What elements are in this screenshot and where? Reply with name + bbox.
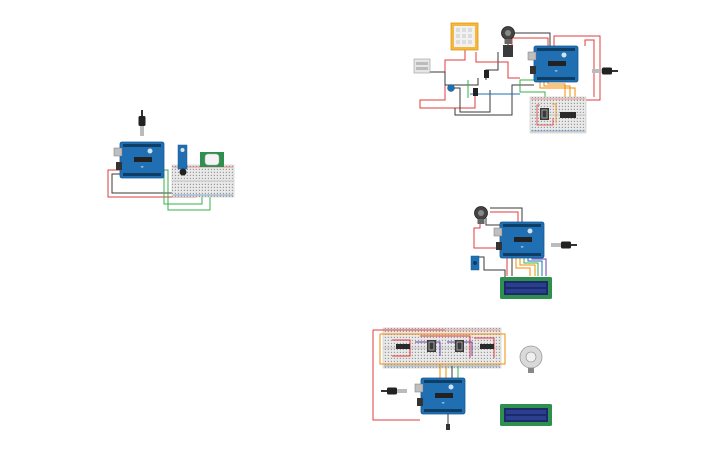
usb-plug-icon — [551, 241, 577, 249]
arduino-uno[interactable] — [527, 45, 579, 83]
lcd-display[interactable] — [500, 404, 552, 426]
lcd-display[interactable] — [500, 277, 552, 299]
wire[interactable] — [543, 80, 571, 100]
seven-segment-circuit[interactable] — [372, 327, 552, 430]
arduino-uno[interactable] — [113, 141, 165, 179]
wire[interactable] — [475, 52, 520, 79]
keypad-icon[interactable] — [450, 22, 479, 51]
transistor-icon[interactable] — [473, 70, 489, 96]
seven-segment-icon[interactable] — [454, 339, 465, 353]
wire[interactable] — [490, 207, 523, 222]
wire[interactable] — [527, 258, 543, 276]
seven-segment-icon[interactable] — [539, 107, 550, 121]
wire[interactable] — [474, 337, 495, 358]
wire[interactable] — [454, 84, 534, 116]
pushbutton-icon[interactable] — [446, 414, 450, 430]
breadboard[interactable] — [171, 164, 235, 198]
wire[interactable] — [419, 50, 476, 109]
wire[interactable] — [511, 37, 549, 48]
wire[interactable] — [539, 80, 576, 100]
wire[interactable] — [490, 211, 519, 222]
breadboard[interactable] — [529, 96, 587, 134]
ic-chip-icon[interactable] — [396, 344, 494, 349]
battery-icon[interactable] — [413, 58, 431, 74]
pir-sensor-icon[interactable] — [200, 152, 224, 167]
wire[interactable] — [452, 87, 491, 113]
seven-segment-icon[interactable] — [426, 339, 437, 353]
wire[interactable] — [372, 330, 420, 421]
wire[interactable] — [536, 104, 554, 126]
wire[interactable] — [531, 258, 547, 276]
wire[interactable] — [415, 341, 441, 356]
pir-sensor-circuit[interactable] — [107, 110, 235, 211]
buzzer-icon[interactable] — [501, 26, 515, 45]
wire[interactable] — [473, 218, 500, 249]
arduino-uno[interactable] — [493, 221, 545, 259]
wire[interactable] — [584, 39, 595, 97]
keypad-lock-circuit[interactable] — [413, 22, 618, 134]
usb-plug-icon — [592, 67, 618, 75]
wire[interactable] — [519, 258, 536, 276]
wire[interactable] — [420, 335, 471, 358]
ic-chip-icon[interactable] — [560, 112, 576, 118]
usb-plug-icon — [381, 387, 407, 395]
dc-motor-icon[interactable] — [519, 345, 543, 373]
wire[interactable] — [519, 79, 546, 100]
wire[interactable] — [523, 258, 539, 276]
wire[interactable] — [553, 35, 601, 101]
servo-icon[interactable] — [177, 144, 188, 176]
wire[interactable] — [515, 258, 531, 276]
lcd-potentiometer-circuit[interactable] — [470, 206, 577, 300]
relay-module-icon[interactable] — [503, 45, 513, 57]
arduino-uno[interactable] — [414, 377, 466, 415]
wire[interactable] — [379, 333, 506, 365]
usb-plug-icon — [138, 110, 146, 136]
wire[interactable] — [552, 103, 557, 123]
servo-icon[interactable] — [470, 255, 480, 271]
wire[interactable] — [430, 71, 479, 86]
led-icon[interactable] — [447, 84, 455, 92]
wire[interactable] — [477, 256, 506, 278]
